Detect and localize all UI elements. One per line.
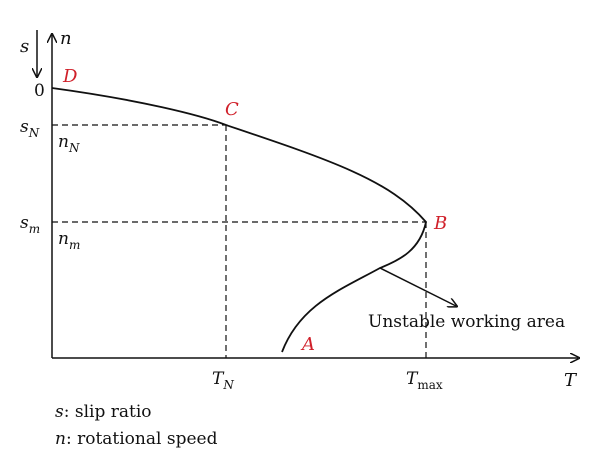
torque-speed-curve [51, 87, 427, 353]
axis-label-s: s [20, 36, 29, 57]
legend-symbol: n [55, 429, 66, 449]
point-label-C: C [225, 99, 239, 120]
point-label-A: A [300, 334, 315, 355]
legend-symbol: s [55, 402, 64, 422]
legend-item-n: n: rotational speed [55, 429, 217, 449]
axis-label-n: n [60, 28, 72, 49]
tick-label-sm: sm [20, 213, 40, 236]
legend-text: : rotational speed [65, 429, 218, 449]
unstable-area-arrow [379, 267, 456, 306]
point-label-B: B [433, 213, 447, 234]
tick-label-nN: nN [58, 132, 80, 155]
point-label-D: D [62, 66, 78, 87]
tick-label-sN: sN [20, 117, 40, 140]
legend-text: : slip ratio [63, 402, 152, 422]
tick-label-TN: TN [212, 369, 234, 392]
tick-label-nm: nm [58, 229, 80, 252]
axis-label-T: T [564, 370, 578, 391]
origin-label: 0 [34, 81, 45, 101]
tick-label-Tmax: Tmax [406, 369, 443, 392]
guide-lines [52, 124, 427, 358]
unstable-area-label: Unstable working area [368, 312, 565, 332]
legend-item-s: s: slip ratio [55, 402, 152, 422]
